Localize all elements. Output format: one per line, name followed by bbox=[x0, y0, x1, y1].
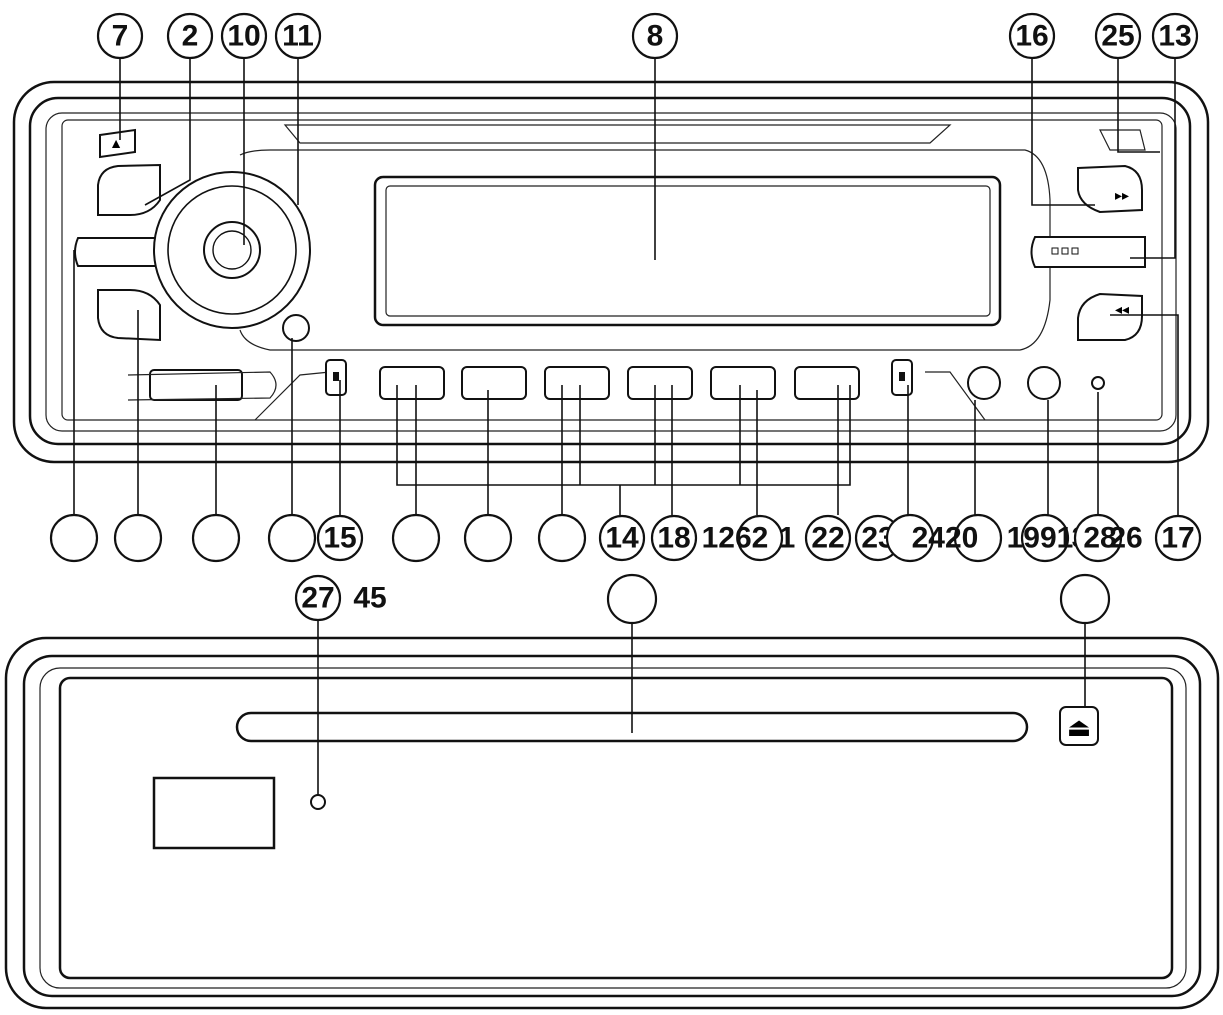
eject-icon: ⏏ bbox=[1067, 712, 1092, 742]
callout-14: 14 bbox=[598, 514, 646, 562]
preset-button-6[interactable] bbox=[794, 366, 860, 400]
svg-text:13: 13 bbox=[1158, 20, 1191, 53]
svg-text:2420: 2420 bbox=[912, 522, 979, 555]
preset-button-4[interactable] bbox=[627, 366, 693, 400]
top-slot bbox=[283, 124, 952, 144]
preset-button-3[interactable] bbox=[544, 366, 610, 400]
chassis-reset-hole[interactable] bbox=[310, 794, 326, 810]
preset-button-5[interactable] bbox=[710, 366, 776, 400]
svg-text:26: 26 bbox=[1109, 522, 1142, 555]
blank-callout-6 bbox=[463, 513, 513, 563]
callout-1991: 1991 bbox=[1007, 513, 1074, 563]
svg-text:10: 10 bbox=[227, 20, 260, 53]
callout-8: 8 bbox=[631, 12, 679, 60]
blank-callout-5 bbox=[391, 513, 441, 563]
callout-2: 2 bbox=[166, 12, 214, 60]
blank-callout-2 bbox=[113, 513, 163, 563]
callout-10: 10 bbox=[220, 12, 268, 60]
volume-knob[interactable] bbox=[153, 171, 311, 329]
callout-11: 11 bbox=[274, 12, 322, 60]
callout-1: 1 bbox=[779, 522, 796, 555]
callout-22: 22 bbox=[804, 514, 852, 562]
svg-text:22: 22 bbox=[811, 522, 844, 555]
svg-text:27: 27 bbox=[301, 582, 334, 615]
svg-text:11: 11 bbox=[282, 20, 314, 53]
callout-26: 26 bbox=[1109, 522, 1142, 555]
preset-button-1[interactable] bbox=[379, 366, 445, 400]
callout-16: 16 bbox=[1008, 12, 1056, 60]
leader-lines bbox=[73, 58, 1179, 800]
next-glyph: ▸▸ bbox=[1115, 187, 1129, 203]
svg-text:25: 25 bbox=[1101, 20, 1134, 53]
chassis-unit: ⏏ bbox=[4, 636, 1220, 1010]
callout-7: 7 bbox=[96, 12, 144, 60]
callout-27: 27 bbox=[294, 574, 342, 622]
callout-18: 18 bbox=[650, 514, 698, 562]
blank-callout-1 bbox=[49, 513, 99, 563]
svg-text:1991: 1991 bbox=[1007, 522, 1074, 555]
prev-glyph: ◂◂ bbox=[1115, 301, 1129, 317]
callout-13: 13 bbox=[1151, 12, 1199, 60]
preset-button-2[interactable] bbox=[461, 366, 527, 400]
svg-text:2: 2 bbox=[182, 20, 199, 53]
svg-text:1262: 1262 bbox=[702, 522, 769, 555]
callout-28: 28 bbox=[1073, 513, 1123, 563]
label-45: 45 bbox=[353, 582, 386, 615]
svg-text:7: 7 bbox=[112, 20, 129, 53]
blank-callout-8 bbox=[606, 573, 658, 625]
reset-pinhole[interactable] bbox=[1091, 376, 1105, 390]
callout-1262: 1262 bbox=[702, 514, 784, 562]
display-frame bbox=[239, 149, 1051, 351]
svg-text:17: 17 bbox=[1161, 522, 1194, 555]
up-glyph: ▲ bbox=[109, 135, 123, 151]
right-middle-button[interactable] bbox=[1030, 236, 1146, 268]
blank-callout-7 bbox=[537, 513, 587, 563]
left-upper-button[interactable] bbox=[97, 163, 161, 216]
svg-text:16: 16 bbox=[1015, 20, 1048, 53]
label-plate bbox=[152, 776, 276, 850]
lower-left-slot[interactable] bbox=[149, 369, 243, 401]
prev-button[interactable] bbox=[1077, 292, 1143, 341]
svg-text:14: 14 bbox=[605, 522, 639, 555]
svg-text:8: 8 bbox=[647, 20, 664, 53]
svg-text:18: 18 bbox=[657, 522, 690, 555]
up-button[interactable] bbox=[99, 128, 136, 159]
blank-callout-9 bbox=[1059, 573, 1111, 625]
blank-callout-4 bbox=[267, 513, 317, 563]
callout-17: 17 bbox=[1154, 514, 1202, 562]
callout-25: 25 bbox=[1094, 12, 1142, 60]
disc-slot[interactable] bbox=[235, 711, 1029, 743]
right-round-button-1[interactable] bbox=[967, 366, 1001, 400]
faceplate-unit: ▲ ▸▸ bbox=[12, 80, 1210, 464]
blank-callout-3 bbox=[191, 513, 241, 563]
svg-text:28: 28 bbox=[1083, 522, 1116, 555]
small-round-button[interactable] bbox=[282, 314, 310, 342]
callout-15: 15 bbox=[316, 514, 364, 562]
next-button[interactable] bbox=[1077, 164, 1143, 214]
left-lower-button[interactable] bbox=[97, 289, 161, 342]
svg-text:1: 1 bbox=[779, 522, 796, 555]
display-window bbox=[373, 175, 1002, 327]
eject-button[interactable] bbox=[1059, 706, 1099, 746]
right-round-button-2[interactable] bbox=[1027, 366, 1061, 400]
callout-2420: 2420 bbox=[885, 513, 1003, 563]
svg-text:15: 15 bbox=[323, 522, 356, 555]
